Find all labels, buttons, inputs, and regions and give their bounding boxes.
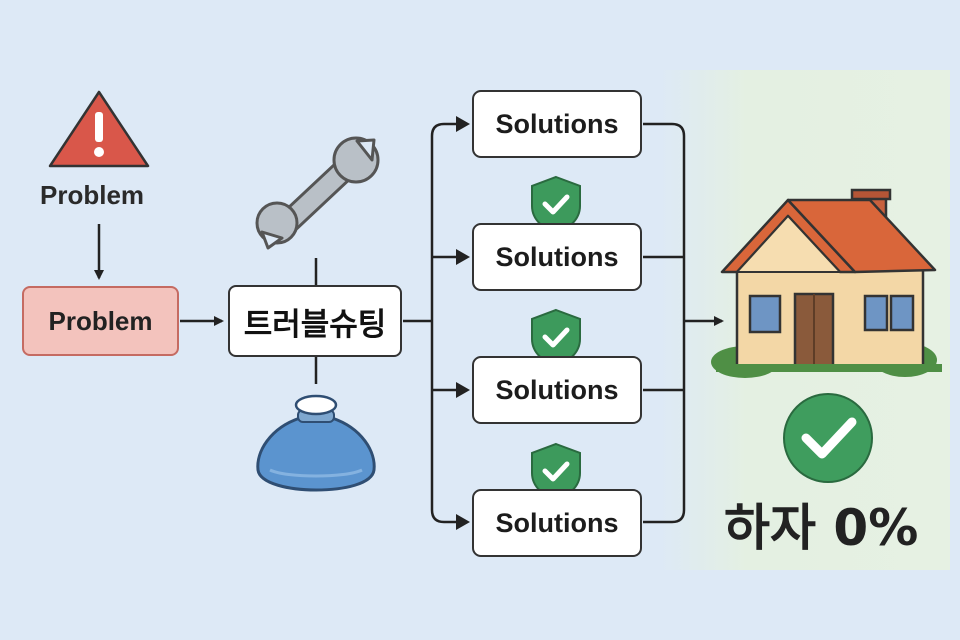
troubleshooting-box: 트러블슈팅 xyxy=(228,285,402,357)
solution-box: Solutions xyxy=(472,489,642,557)
fanout-arrowheads xyxy=(456,116,470,530)
problem-box-label: Problem xyxy=(48,305,153,336)
troubleshooting-label: 트러블슈팅 xyxy=(243,306,387,343)
warning-icon xyxy=(48,90,150,168)
solution-box: Solutions xyxy=(472,90,642,158)
solution-label: Solutions xyxy=(495,241,619,272)
solution-label: Solutions xyxy=(495,374,619,405)
solution-box: Solutions xyxy=(472,356,642,424)
solution-label: Solutions xyxy=(495,507,619,538)
ice-pack-icon xyxy=(256,394,376,492)
solution-box: Solutions xyxy=(472,223,642,291)
problem-label: Problem xyxy=(40,180,145,210)
problem-box: Problem xyxy=(22,286,179,356)
wrench-icon xyxy=(255,136,380,250)
shield-icon xyxy=(531,442,581,502)
house-icon xyxy=(711,188,942,378)
fanout-bus xyxy=(430,122,467,524)
solution-label: Solutions xyxy=(495,108,619,139)
check-circle-icon xyxy=(783,393,873,483)
defect-rate-label: 하자 0% xyxy=(724,499,919,557)
fanin-bus xyxy=(643,122,686,524)
